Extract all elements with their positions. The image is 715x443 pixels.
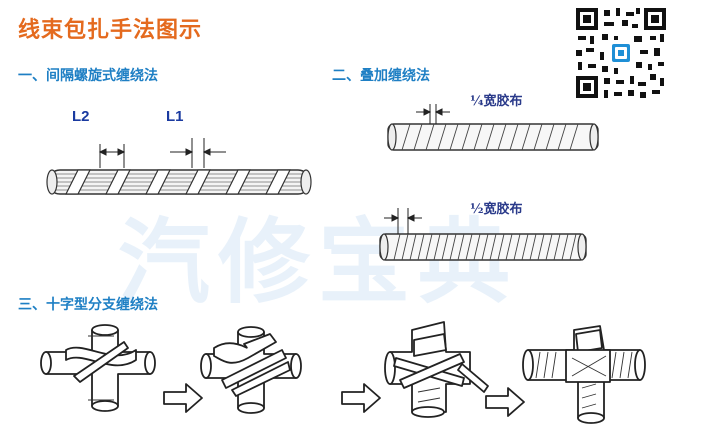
label-quarter-tape: ¼宽胶布 xyxy=(470,94,523,109)
label-l2: L2 xyxy=(72,108,90,125)
section-heading-overlap: 二、叠加缠绕法 xyxy=(332,68,430,84)
label-half-tape: ½宽胶布 xyxy=(470,202,523,217)
page-title: 线束包扎手法图示 xyxy=(18,18,203,43)
section-heading-cross: 三、十字型分支缠绕法 xyxy=(18,297,158,313)
watermark-text: 汽修宝典 xyxy=(118,209,519,316)
section-heading-spiral: 一、间隔螺旋式缠绕法 xyxy=(18,68,158,84)
label-l1: L1 xyxy=(166,108,184,125)
